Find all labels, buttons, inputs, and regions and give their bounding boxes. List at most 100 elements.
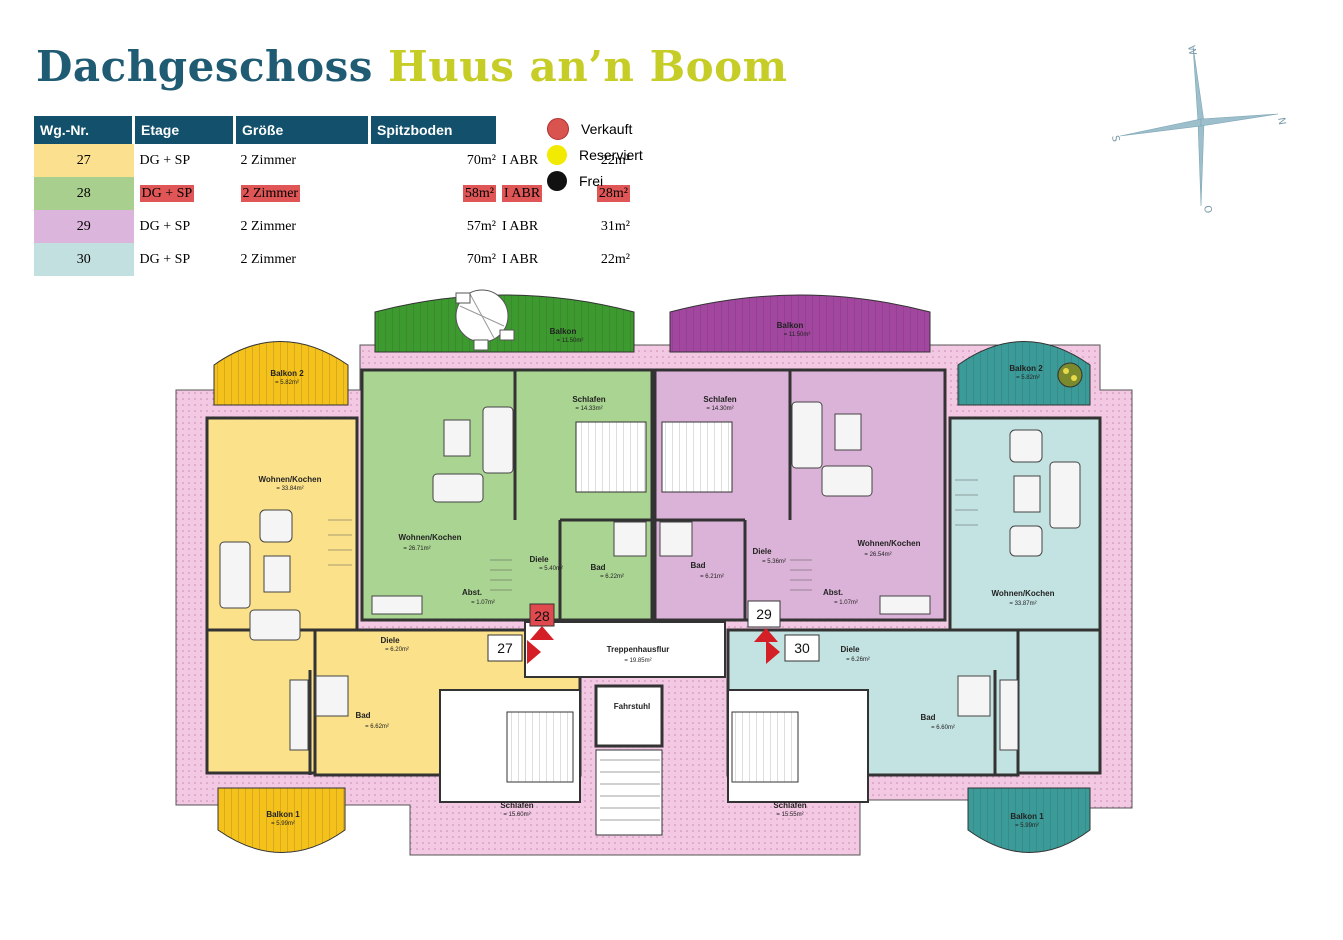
cell-zimmer-text: 2 Zimmer xyxy=(240,152,297,168)
cell-flaeche-text: 70m² xyxy=(466,152,496,168)
cell-etage: DG + SP xyxy=(134,210,235,243)
kitchen-icon xyxy=(999,679,1019,751)
room-area-u27-bad: = 6.62m² xyxy=(365,724,389,730)
cell-flaeche: 70m² xyxy=(370,243,496,276)
room-name-u29-wohnen: Wohnen/Kochen xyxy=(858,539,921,548)
kitchen-icon xyxy=(879,595,931,615)
cell-etage-text: DG + SP xyxy=(139,251,191,267)
cell-flaeche-text: 70m² xyxy=(466,251,496,267)
room-name-u27-schlafen: Schlafen xyxy=(500,801,533,810)
room-name-u28-wohnen: Wohnen/Kochen xyxy=(399,533,462,542)
cell-wg-nr: 28 xyxy=(34,177,134,210)
room-name-treppenhaus: Treppenhausflur xyxy=(607,645,670,654)
room-area-u29-wohnen: = 26.54m² xyxy=(864,552,891,558)
room-area-u29-schlafen: = 14.30m² xyxy=(706,406,733,412)
cell-etage-text: DG + SP xyxy=(139,184,195,202)
bathtub-icon xyxy=(315,675,349,717)
legend-item-reserviert: Reserviert xyxy=(547,142,643,168)
bed-icon xyxy=(575,421,647,493)
sofa-icon xyxy=(1049,461,1081,529)
room-area-u29-bad: = 6.21m² xyxy=(700,574,724,580)
room-name-u28-balkon: Balkon xyxy=(550,327,577,336)
legend-dot-verkauft xyxy=(547,118,569,140)
cell-flaeche: 70m² xyxy=(370,144,496,177)
room-area-u30-balkon1: = 5.99m² xyxy=(1015,823,1039,829)
cell-zimmer: 2 Zimmer xyxy=(235,177,370,210)
room-area-treppenhaus: = 19.85m² xyxy=(624,658,651,664)
cell-zimmer-text: 2 Zimmer xyxy=(240,218,297,234)
plant-icon xyxy=(1057,362,1083,388)
compass-o: O xyxy=(1201,205,1213,215)
room-name-u30-bad: Bad xyxy=(920,713,935,722)
room-area-u29-diele: = 5.36m² xyxy=(762,559,786,565)
compass-w: W xyxy=(1185,45,1198,57)
room-area-u30-schlafen: = 15.55m² xyxy=(776,812,803,818)
armchair-icon xyxy=(1009,429,1043,463)
compass-s: S xyxy=(1109,135,1121,143)
bathtub-icon xyxy=(613,521,647,557)
cell-abr-text: I ABR xyxy=(502,184,543,202)
cell-wg-nr: 27 xyxy=(34,144,134,177)
apt-27-label-box xyxy=(487,634,523,662)
cell-flaeche: 57m² xyxy=(370,210,496,243)
cell-wg-nr: 29 xyxy=(34,210,134,243)
cell-zimmer: 2 Zimmer xyxy=(235,210,370,243)
armchair-icon xyxy=(1009,525,1043,557)
cell-etage: DG + SP xyxy=(134,144,235,177)
cell-flaeche: 58m² xyxy=(370,177,496,210)
unit-table-header: Wg.-Nr. Etage Größe Spitzboden xyxy=(34,116,630,144)
compass-rose-icon: W N S O xyxy=(1109,45,1287,215)
sofa-icon xyxy=(219,541,251,609)
entry-arrow-29-icon xyxy=(754,628,778,642)
cell-spitzboden: 22m² xyxy=(584,243,630,276)
title-part-1: Dachgeschoss xyxy=(36,42,373,91)
armchair-icon xyxy=(249,609,301,641)
cell-abr: I ABR xyxy=(496,144,584,177)
unit-table: Wg.-Nr. Etage Größe Spitzboden 27 DG + SP… xyxy=(34,116,630,276)
cell-etage-text: DG + SP xyxy=(139,218,191,234)
entry-arrow-28-icon xyxy=(530,626,554,640)
kitchen-icon xyxy=(371,595,423,615)
cell-abr-text: I ABR xyxy=(502,152,539,168)
room-name-u27-diele: Diele xyxy=(380,636,400,645)
armchair-icon xyxy=(259,509,293,543)
cell-zimmer-text: 2 Zimmer xyxy=(240,184,301,202)
room-area-u28-abst: = 1.07m² xyxy=(471,600,495,606)
bed-icon xyxy=(661,421,733,493)
apt-30-label-box xyxy=(784,634,820,662)
fahrstuhl-area xyxy=(594,684,664,748)
room-name-u30-schlafen: Schlafen xyxy=(773,801,806,810)
room-area-u27-balkon1: = 5.99m² xyxy=(271,821,295,827)
cell-flaeche-text: 57m² xyxy=(466,218,496,234)
room-area-u30-bad: = 6.60m² xyxy=(931,725,955,731)
legend-item-verkauft: Verkauft xyxy=(547,116,643,142)
bathtub-icon xyxy=(659,521,693,557)
room-name-u29-bad: Bad xyxy=(690,561,705,570)
room-name-u27-wohnen: Wohnen/Kochen xyxy=(259,475,322,484)
table-icon xyxy=(834,413,862,451)
table-row: 28 DG + SP 2 Zimmer 58m² I ABR 28m² xyxy=(34,177,630,210)
cell-spitzboden: 31m² xyxy=(584,210,630,243)
cell-zimmer-text: 2 Zimmer xyxy=(240,251,297,267)
sofa-icon xyxy=(791,401,823,469)
bed-icon xyxy=(731,711,799,783)
room-name-u29-schlafen: Schlafen xyxy=(703,395,736,404)
cell-etage-text: DG + SP xyxy=(139,152,191,168)
cell-spitzboden-text: 28m² xyxy=(596,184,630,202)
cell-spitzboden: 28m² xyxy=(584,177,630,210)
page-title: Dachgeschoss Huus an’n Boom xyxy=(36,42,788,91)
header-wg-nr: Wg.-Nr. xyxy=(34,116,135,144)
room-area-u30-wohnen: = 33.87m² xyxy=(1009,601,1036,607)
room-name-u28-schlafen: Schlafen xyxy=(572,395,605,404)
room-area-u28-wohnen: = 26.71m² xyxy=(403,546,430,552)
apt-30-label: 30 xyxy=(794,640,810,656)
compass-n: N xyxy=(1275,117,1287,126)
bed-icon xyxy=(506,711,574,783)
room-area-u27-schlafen: = 15.60m² xyxy=(503,812,530,818)
room-area-u27-diele: = 6.20m² xyxy=(385,647,409,653)
cell-wg-nr-text: 28 xyxy=(76,185,91,201)
cell-wg-nr-text: 29 xyxy=(76,218,91,234)
